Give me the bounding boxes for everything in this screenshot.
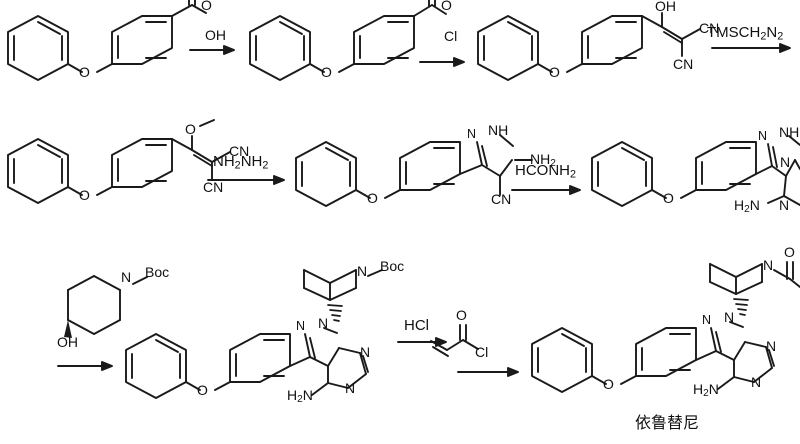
arrow-2 — [419, 57, 465, 67]
atom-label-N: N — [780, 154, 791, 170]
molecule-m2 — [249, 0, 447, 81]
atom-label-ether-O: O — [549, 64, 560, 80]
molecule-m3 — [477, 12, 701, 81]
atom-label-O: O — [456, 307, 467, 323]
atom-label-O: O — [441, 0, 452, 13]
atom-label-N: N — [360, 344, 371, 360]
atom-label-CN: CN — [673, 56, 694, 72]
atom-label-ether-O: O — [603, 376, 614, 392]
atom-label-piperidine-N: N — [763, 257, 774, 273]
atom-label-ether-O: O — [197, 382, 208, 398]
atom-label-ether-O: O — [79, 64, 90, 80]
arrow-1 — [189, 45, 235, 55]
atom-label-ether-O: O — [79, 187, 90, 203]
atom-label-NH2: NH2 — [530, 151, 556, 170]
atom-label-Cl: Cl — [475, 344, 489, 360]
atom-label-OH: OH — [655, 0, 676, 14]
atom-label-ether-O: O — [367, 190, 378, 206]
atom-label-methoxy-O: O — [185, 121, 196, 137]
atom-label-H2N: H2N — [693, 381, 719, 400]
atom-label-piperidine-N: N — [357, 263, 368, 279]
atom-label-Cl: Cl — [444, 28, 458, 44]
atom-label-N: N — [296, 319, 306, 333]
atom-label-N: N — [751, 374, 762, 390]
molecule-m7 — [64, 275, 148, 338]
molecule-m10 — [531, 261, 800, 393]
atom-label-N: N — [467, 127, 477, 141]
atom-label-OH: OH — [205, 27, 226, 43]
atom-label-Boc: Boc — [380, 258, 405, 274]
atom-label-CN: CN — [699, 20, 720, 36]
molecule-m4 — [7, 119, 231, 204]
atom-label-N: N — [345, 380, 356, 396]
atom-label-CN: CN — [229, 143, 250, 159]
atom-label-piperidine-N: N — [121, 269, 132, 285]
atom-label-ether-O: O — [663, 190, 674, 206]
product-name-label: 依鲁替尼 — [635, 413, 700, 432]
atom-label-O: O — [201, 0, 212, 13]
reagent-label-tmschn: TMSCH2N2 — [707, 24, 784, 43]
reagent-label-hcl: HCl — [404, 317, 429, 334]
arrow-7 — [397, 337, 447, 347]
arrow-6 — [57, 361, 113, 371]
molecule-m6 — [591, 135, 800, 207]
molecule-m5 — [295, 134, 533, 207]
atom-label-carbonyl-O: O — [784, 244, 795, 260]
molecule-m1 — [7, 0, 207, 81]
atom-label-OH: OH — [57, 334, 78, 350]
atom-label-CN: CN — [491, 191, 512, 207]
atom-label-NH: NH — [779, 124, 800, 140]
atom-label-ether-O: O — [321, 64, 332, 80]
atom-label-H2N: H2N — [287, 387, 313, 406]
atom-label-N: N — [318, 315, 329, 331]
arrow-4 — [207, 175, 285, 185]
arrow-3 — [711, 43, 791, 53]
reagent-label-hydrazine: NH2NH2 — [213, 153, 269, 172]
reagent-label-formamide: HCONH2 — [515, 162, 577, 181]
atom-label-N: N — [758, 129, 768, 143]
atom-label-NH: NH — [488, 122, 509, 138]
atom-label-N: N — [702, 313, 712, 327]
atom-label-Boc: Boc — [145, 264, 170, 280]
molecule-m8 — [125, 269, 383, 399]
atom-label-CN: CN — [203, 179, 224, 195]
atom-label-N: N — [779, 197, 790, 213]
molecule-m9 — [430, 324, 479, 357]
arrow-5 — [511, 185, 581, 195]
atom-label-N: N — [766, 338, 777, 354]
atom-label-H2N: H2N — [734, 197, 760, 216]
arrow-8 — [457, 367, 519, 377]
atom-label-N: N — [724, 309, 735, 325]
